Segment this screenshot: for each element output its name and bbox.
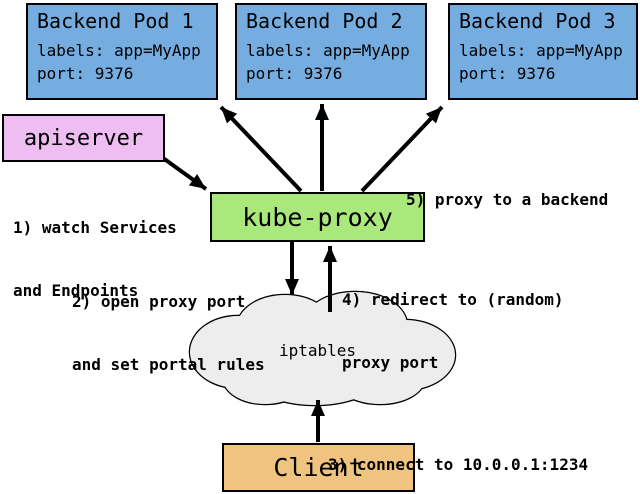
annotation-step3: 3) connect to 10.0.0.1:1234 [328, 412, 588, 494]
apiserver-node: apiserver [2, 114, 165, 162]
backend-pod-2: Backend Pod 2 labels: app=MyApp port: 93… [235, 3, 427, 100]
iptables-label: iptables [278, 341, 357, 360]
pod-2-labels: labels: app=MyApp [246, 41, 410, 60]
annotation-step1-line1: 1) watch Services [13, 218, 177, 237]
pod-3-title: Backend Pod 3 [459, 9, 616, 33]
backend-pod-1: Backend Pod 1 labels: app=MyApp port: 93… [26, 3, 218, 100]
pod-1-labels: labels: app=MyApp [37, 41, 201, 60]
pod-1-title: Backend Pod 1 [37, 9, 194, 33]
client-label: Client [273, 453, 364, 482]
annotation-step3-line1: 3) connect to 10.0.0.1:1234 [328, 455, 589, 474]
annotation-step1: 1) watch Services and Endpoints [13, 175, 177, 343]
kube-proxy-node: kube-proxy [210, 192, 425, 242]
annotation-step4: 4) redirect to (random) proxy port [342, 247, 564, 415]
apiserver-label: apiserver [23, 125, 144, 151]
pod-3-labels: labels: app=MyApp [459, 41, 623, 60]
iptables-cloud [188, 290, 457, 407]
kube-proxy-label: kube-proxy [242, 202, 393, 232]
annotation-step2: 2) open proxy port and set portal rules [72, 249, 265, 417]
pod-1-port: port: 9376 [37, 64, 134, 83]
arrow-apiserver-to-kube-proxy [161, 156, 208, 191]
pod-3-port: port: 9376 [459, 64, 556, 83]
annotation-step1-line2: and Endpoints [13, 281, 139, 300]
pod-2-port: port: 9376 [246, 64, 343, 83]
arrow-kube-proxy-to-pod3 [360, 105, 444, 193]
arrow-kube-proxy-to-pod1 [219, 105, 303, 193]
annotation-step4-line2: proxy port [342, 353, 439, 372]
annotation-step2-line1: 2) open proxy port [72, 292, 246, 311]
annotation-step5-line1: 5) proxy to a backend [406, 190, 609, 209]
backend-pod-3: Backend Pod 3 labels: app=MyApp port: 93… [448, 3, 638, 100]
annotation-step2-line2: and set portal rules [72, 355, 265, 374]
annotation-step4-line1: 4) redirect to (random) [342, 290, 564, 309]
annotation-step5: 5) proxy to a backend [406, 147, 608, 252]
pod-2-title: Backend Pod 2 [246, 9, 403, 33]
client-node: Client [222, 443, 415, 492]
